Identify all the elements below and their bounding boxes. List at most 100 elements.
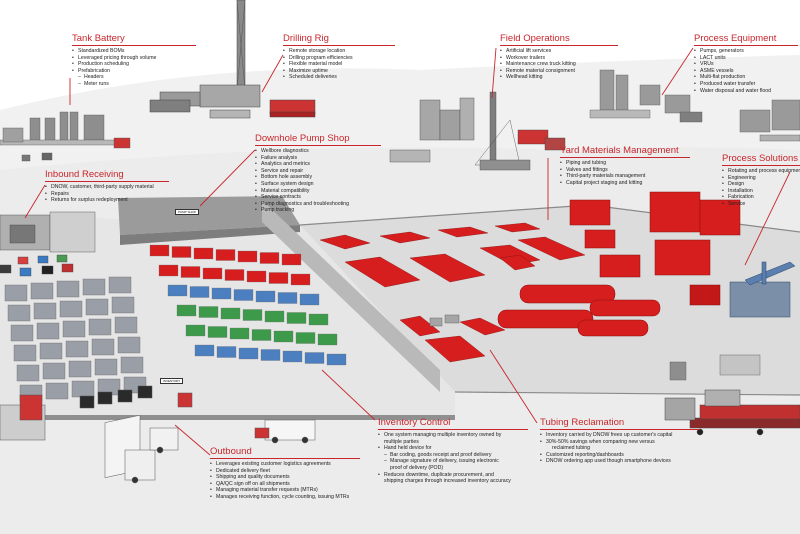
field-operations-item: Workover trailers xyxy=(500,55,618,62)
parts-rack xyxy=(281,253,302,266)
inbound-receiving-item: DNOW, customer, third-party supply mater… xyxy=(45,184,169,191)
inbound-receiving-item: Repairs xyxy=(45,191,169,198)
storage-rack xyxy=(88,318,112,336)
parts-rack xyxy=(264,310,285,323)
parts-rack xyxy=(229,327,250,340)
inventory-control-item: Hand held device for xyxy=(378,445,528,452)
inventory-control-subitem: Manage signature of delivery, issuing el… xyxy=(378,458,528,465)
downhole-pump-shop-item: Pump diagnostics and troubleshooting xyxy=(255,201,381,208)
storage-rack xyxy=(4,284,28,302)
divider-wall xyxy=(262,200,440,392)
process-equipment-item: Pumps, generators xyxy=(694,48,798,55)
storage-rack xyxy=(56,280,80,298)
parts-rack xyxy=(246,270,267,283)
parts-rack xyxy=(194,344,215,357)
fence-right xyxy=(454,391,800,396)
parts-rack xyxy=(167,284,188,297)
storage-rack xyxy=(10,324,34,342)
downhole-pump-shop-item: Bottom hole assembly xyxy=(255,174,381,181)
outbound-item: Dedicated delivery fleet xyxy=(210,468,360,475)
inventory-control-item: Reduces downtime, duplicate procurement,… xyxy=(378,472,528,479)
yard-materials-item: Third-party materials management xyxy=(560,173,690,180)
field-operations-title: Field Operations xyxy=(500,33,618,46)
yard-misc xyxy=(429,314,761,381)
downhole-pump-shop-callout: Downhole Pump Shop Wellbore diagnostics … xyxy=(255,133,381,214)
parts-rack xyxy=(216,346,237,358)
downhole-pump-shop-item: Service and repair xyxy=(255,168,381,175)
storage-rack xyxy=(65,340,89,358)
parts-rack xyxy=(255,290,276,303)
tubing-reclamation-callout: Tubing Reclamation Inventory carried by … xyxy=(540,417,700,465)
inbound-receiving-item: Returns for surplus redeployment xyxy=(45,197,169,204)
tank-battery-subitem: Headers xyxy=(72,74,196,81)
inventory-control-continuation: multiple parties xyxy=(384,438,419,445)
downhole-pump-shop-item: Service contracts xyxy=(255,194,381,201)
parts-rack xyxy=(304,352,325,364)
outbound-trucks xyxy=(0,385,316,484)
storage-rack xyxy=(108,276,132,294)
process-equipment-item: Produced water transfer xyxy=(694,81,798,88)
pumpjack xyxy=(729,261,796,318)
tank-battery-item: Production scheduling xyxy=(72,61,196,68)
inventory-control-title: Inventory Control xyxy=(378,417,528,430)
tubing-reclamation-title: Tubing Reclamation xyxy=(540,417,700,430)
tank-battery-item: Prefabrication xyxy=(72,68,196,75)
parts-rack xyxy=(251,329,272,341)
tubing-truck xyxy=(664,389,800,436)
parts-rack xyxy=(238,347,259,360)
process-solutions-item: Design xyxy=(722,181,800,188)
process-equipment-callout: Process Equipment Pumps, generators LACT… xyxy=(694,33,798,94)
parts-rack xyxy=(308,313,329,326)
field-operations-item: Maintenance crew truck kitting xyxy=(500,61,618,68)
process-equipment-title: Process Equipment xyxy=(694,33,798,46)
storage-rack xyxy=(7,304,31,322)
storage-rack xyxy=(68,360,92,378)
storage-rack xyxy=(85,298,109,316)
parts-rack xyxy=(317,333,338,346)
tank-battery-equipment xyxy=(0,111,131,162)
storage-rack xyxy=(45,382,69,400)
leader-lines xyxy=(24,47,791,456)
drilling-rig xyxy=(149,0,316,119)
tank-battery-title: Tank Battery xyxy=(72,33,196,46)
inbound-receiving-area xyxy=(0,211,96,277)
parts-rack xyxy=(193,247,214,260)
parts-rack xyxy=(242,309,263,321)
process-equipment-item: LACT units xyxy=(694,55,798,62)
tank-battery-callout: Tank Battery Standardized BOMs Leveraged… xyxy=(72,33,196,88)
drilling-rig-item: Maximize uptime xyxy=(283,68,395,75)
downhole-pump-shop-item: Failure analysis xyxy=(255,155,381,162)
process-solutions-item: Service xyxy=(722,201,800,208)
storage-rack xyxy=(120,356,144,374)
pump-shop-sign: PUMP SHOP xyxy=(175,209,199,215)
storage-rack xyxy=(16,364,40,382)
field-operations-item: Remote material consignment xyxy=(500,68,618,75)
yard-materials-title: Yard Materials Management xyxy=(560,145,690,158)
outbound-item: Leverages existing customer logistics ag… xyxy=(210,461,360,468)
inbound-receiving-callout: Inbound Receiving DNOW, customer, third-… xyxy=(45,169,169,204)
outbound-callout: Outbound Leverages existing customer log… xyxy=(210,446,360,501)
parts-rack xyxy=(211,287,232,300)
process-skids xyxy=(569,191,741,306)
storage-rack xyxy=(36,322,60,340)
inventory-control-subitem: Bar coding, goods receipt and proof deli… xyxy=(378,452,528,459)
downhole-pump-shop-title: Downhole Pump Shop xyxy=(255,133,381,146)
storage-rack xyxy=(82,278,106,296)
pump-shop-racks xyxy=(149,244,347,366)
process-equipment-item: Multi-flat production xyxy=(694,74,798,81)
storage-rack xyxy=(59,300,83,318)
drilling-rig-item: Drilling program efficiencies xyxy=(283,55,395,62)
storage-rack xyxy=(30,282,54,300)
parts-rack xyxy=(295,332,316,344)
yard-materials-item: Capital project staging and kitting xyxy=(560,180,690,187)
parts-rack xyxy=(171,246,192,258)
storage-rack xyxy=(42,362,66,380)
tubing-reclamation-item: Inventory carried by DNOW frees up custo… xyxy=(540,432,700,439)
tank-battery-subitem: Meter runs xyxy=(72,81,196,88)
yard-pipe-stacks xyxy=(319,222,586,363)
storage-rack xyxy=(33,302,57,320)
tubing-reclamation-item: Customized reporting/dashboards xyxy=(540,452,700,459)
storage-rack xyxy=(91,338,115,356)
field-operations-equipment xyxy=(389,91,566,171)
tubing-reclamation-item: DNOW ordering app used though smartphone… xyxy=(540,458,700,465)
